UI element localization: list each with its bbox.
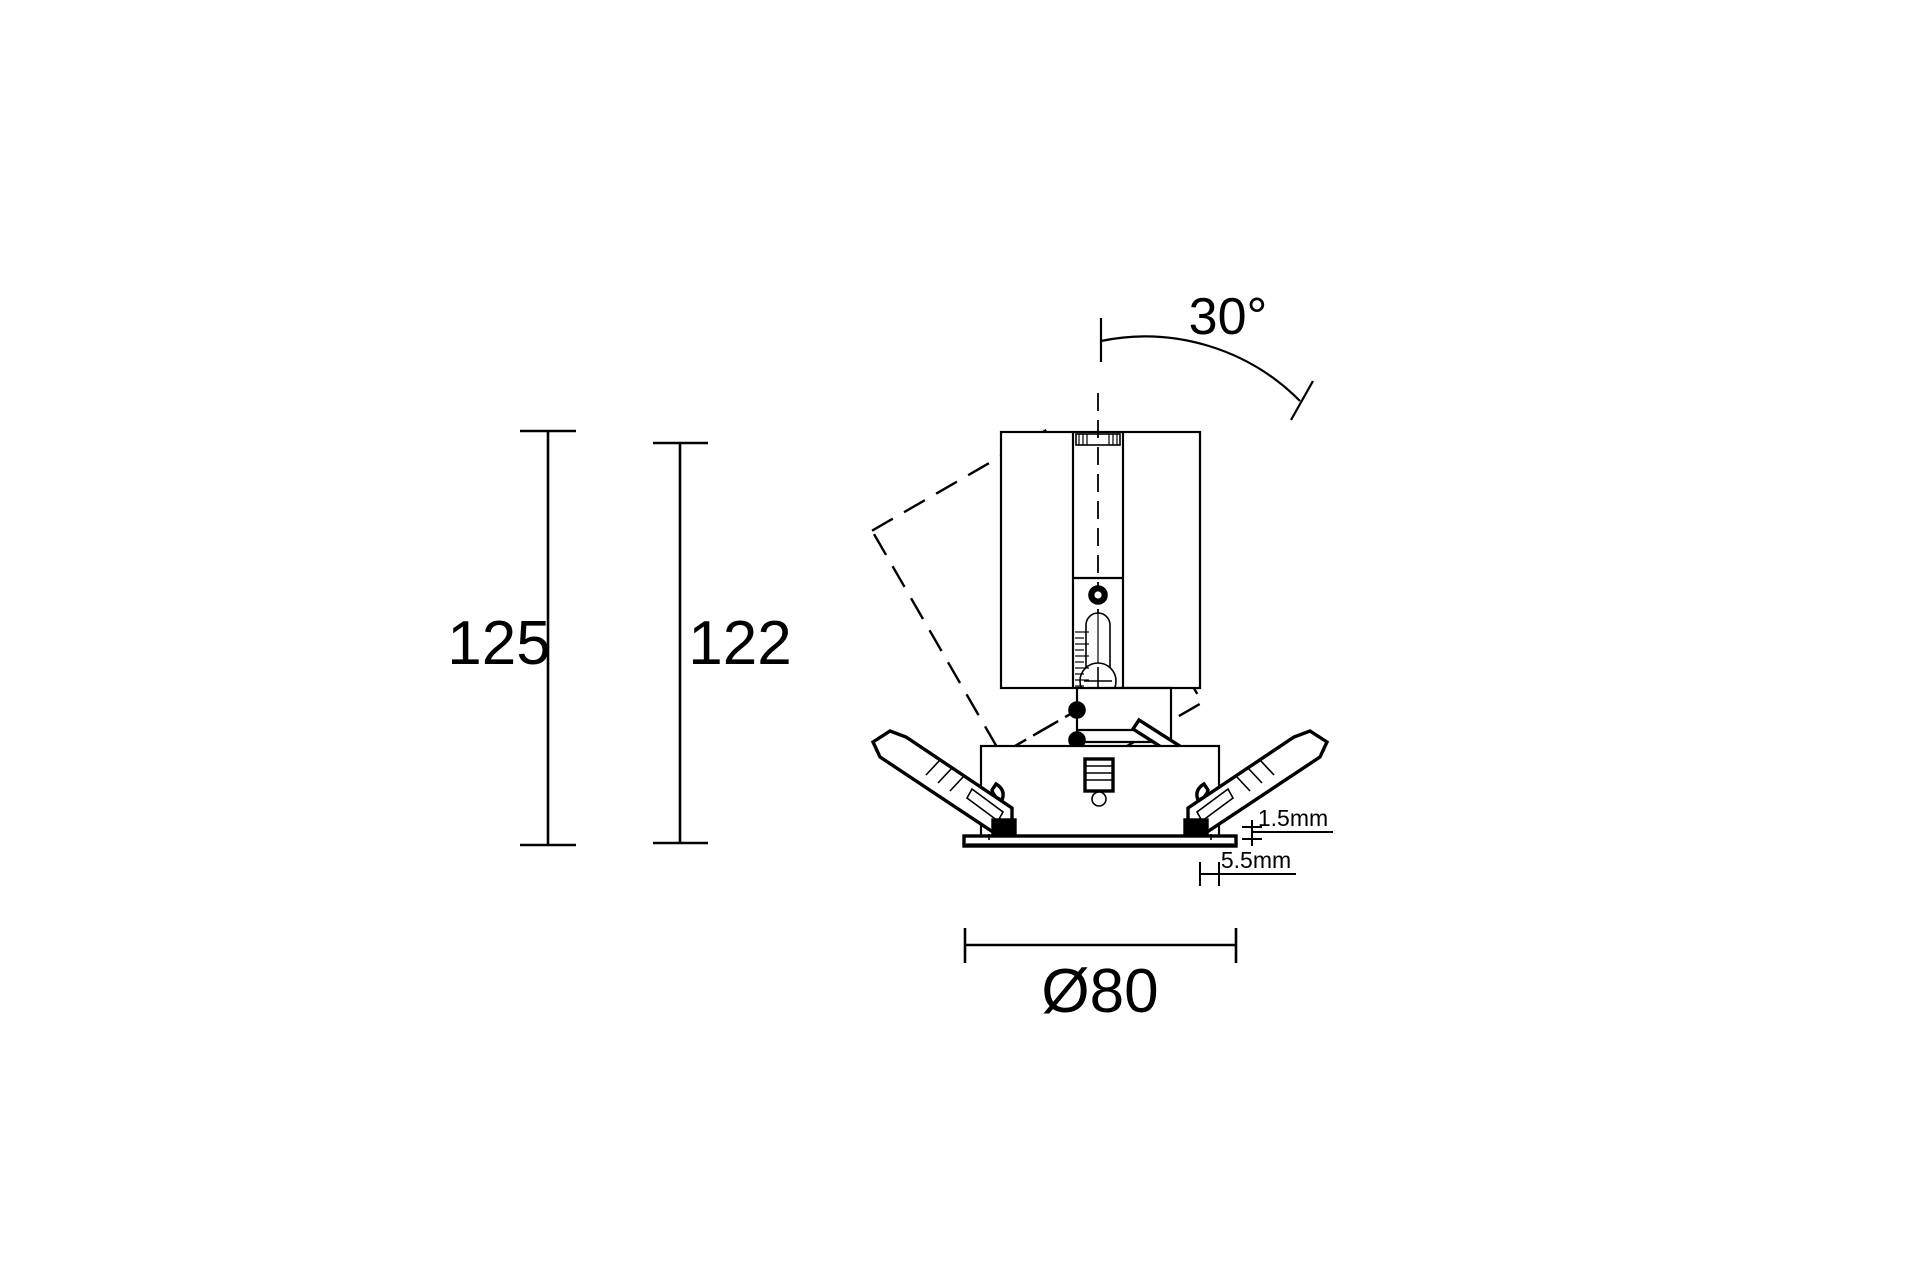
trim-plate-rect [962,834,1238,848]
spring-clip-left [870,729,1017,840]
diameter-label-80: Ø80 [1041,957,1158,1026]
tilt-scale-ticks [1075,631,1089,687]
dimension-diameter-80 [963,928,1238,963]
angle-tick-end [1290,380,1314,421]
housing-screw-hole [1091,791,1107,807]
dimension-height-125 [520,429,576,847]
angle-label-30: 30° [1189,288,1268,346]
clip-left-hatch-3 [949,775,965,792]
dimension-label-122: 122 [688,609,791,678]
clip-right-hatch-2 [1247,767,1263,784]
clip-right-hatch-1 [1259,759,1275,776]
clip-left-hatch-2 [937,767,953,784]
callout-thickness-1-5mm [1242,820,1333,846]
dimension-height-122 [653,441,708,845]
thickness-label-1-5mm: 1.5mm [1258,805,1328,831]
offset-label-5-5mm: 5.5mm [1221,847,1291,873]
pivot-boss-inner [1094,591,1102,599]
dimension-label-125: 125 [447,609,550,678]
clip-left-barb [990,781,1005,803]
yoke-pivot-pin-upper [1068,701,1086,719]
clip-right-foot [1183,818,1209,835]
angle-indicator-30 [1099,318,1314,421]
trim-plate [962,834,1238,848]
lamp-cylinder-body [999,393,1202,732]
callout-offset-5-5mm [1199,862,1296,886]
clip-right-barb [1195,781,1210,803]
spring-clip-right [1183,729,1330,840]
angle-arc-30 [1100,335,1301,402]
clip-left-foot [991,818,1017,835]
clip-right-hatch-3 [1235,775,1251,792]
clip-left-hatch-1 [925,759,941,776]
terminal-block [1083,757,1115,793]
